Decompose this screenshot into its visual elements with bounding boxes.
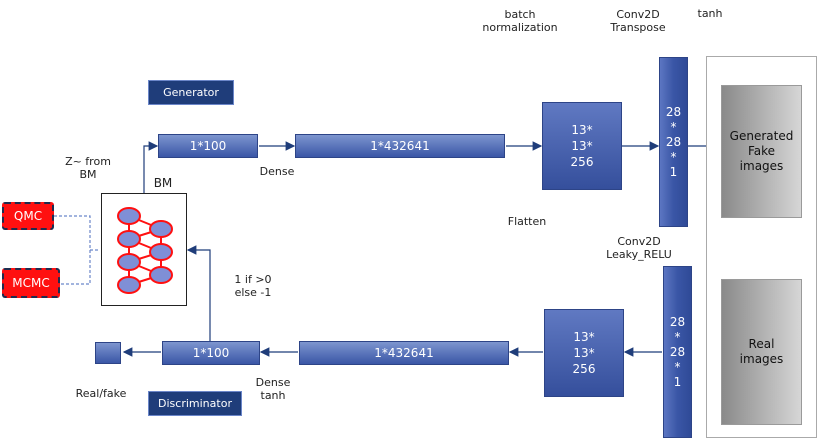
gen-dense-label: Dense (259, 165, 295, 178)
discriminator-tag: Discriminator (148, 391, 242, 416)
conv2d-leaky-relu-label: Conv2D Leaky_RELU (606, 235, 672, 261)
gen-dense-100: 1*100 (158, 134, 258, 158)
bm-node (149, 243, 173, 261)
mcmc-sampler: MCMC (2, 268, 60, 298)
disc-dense-100: 1*100 (162, 341, 260, 365)
z-from-bm-label: Z~ from BM (65, 155, 111, 181)
bm-network-graph (117, 207, 173, 294)
gen-reshape-block: 13* 13* 256 (542, 102, 622, 190)
disc-dense-432641: 1*432641 (299, 341, 509, 365)
disc-input-28x28: 28 * 28 * 1 (663, 266, 692, 438)
gen-output-28x28: 28 * 28 * 1 (659, 57, 688, 227)
generator-tag: Generator (148, 80, 234, 105)
gen-dense-432641: 1*432641 (295, 134, 505, 158)
bm-node (117, 207, 141, 225)
real-fake-output (95, 342, 121, 364)
bm-node (149, 220, 173, 238)
bm-node (117, 253, 141, 271)
conv2d-transpose-label: Conv2D Transpose (610, 8, 666, 34)
bm-label: BM (153, 176, 173, 190)
generated-fake-images: Generated Fake images (721, 85, 802, 218)
qmc-sampler: QMC (2, 202, 54, 230)
bm-node (117, 276, 141, 294)
tanh-label: tanh (697, 7, 723, 20)
flatten-label: Flatten (507, 215, 547, 228)
disc-dense-tanh-label: Dense tanh (255, 376, 291, 402)
bm-node (149, 266, 173, 284)
sign-threshold-label: 1 if >0 else -1 (234, 273, 272, 299)
boltzmann-machine (101, 193, 187, 306)
real-fake-label: Real/fake (75, 387, 127, 400)
real-images: Real images (721, 279, 802, 425)
bm-node (117, 230, 141, 248)
batch-normalization-label: batch normalization (482, 8, 558, 34)
disc-conv-block: 13* 13* 256 (544, 309, 624, 397)
